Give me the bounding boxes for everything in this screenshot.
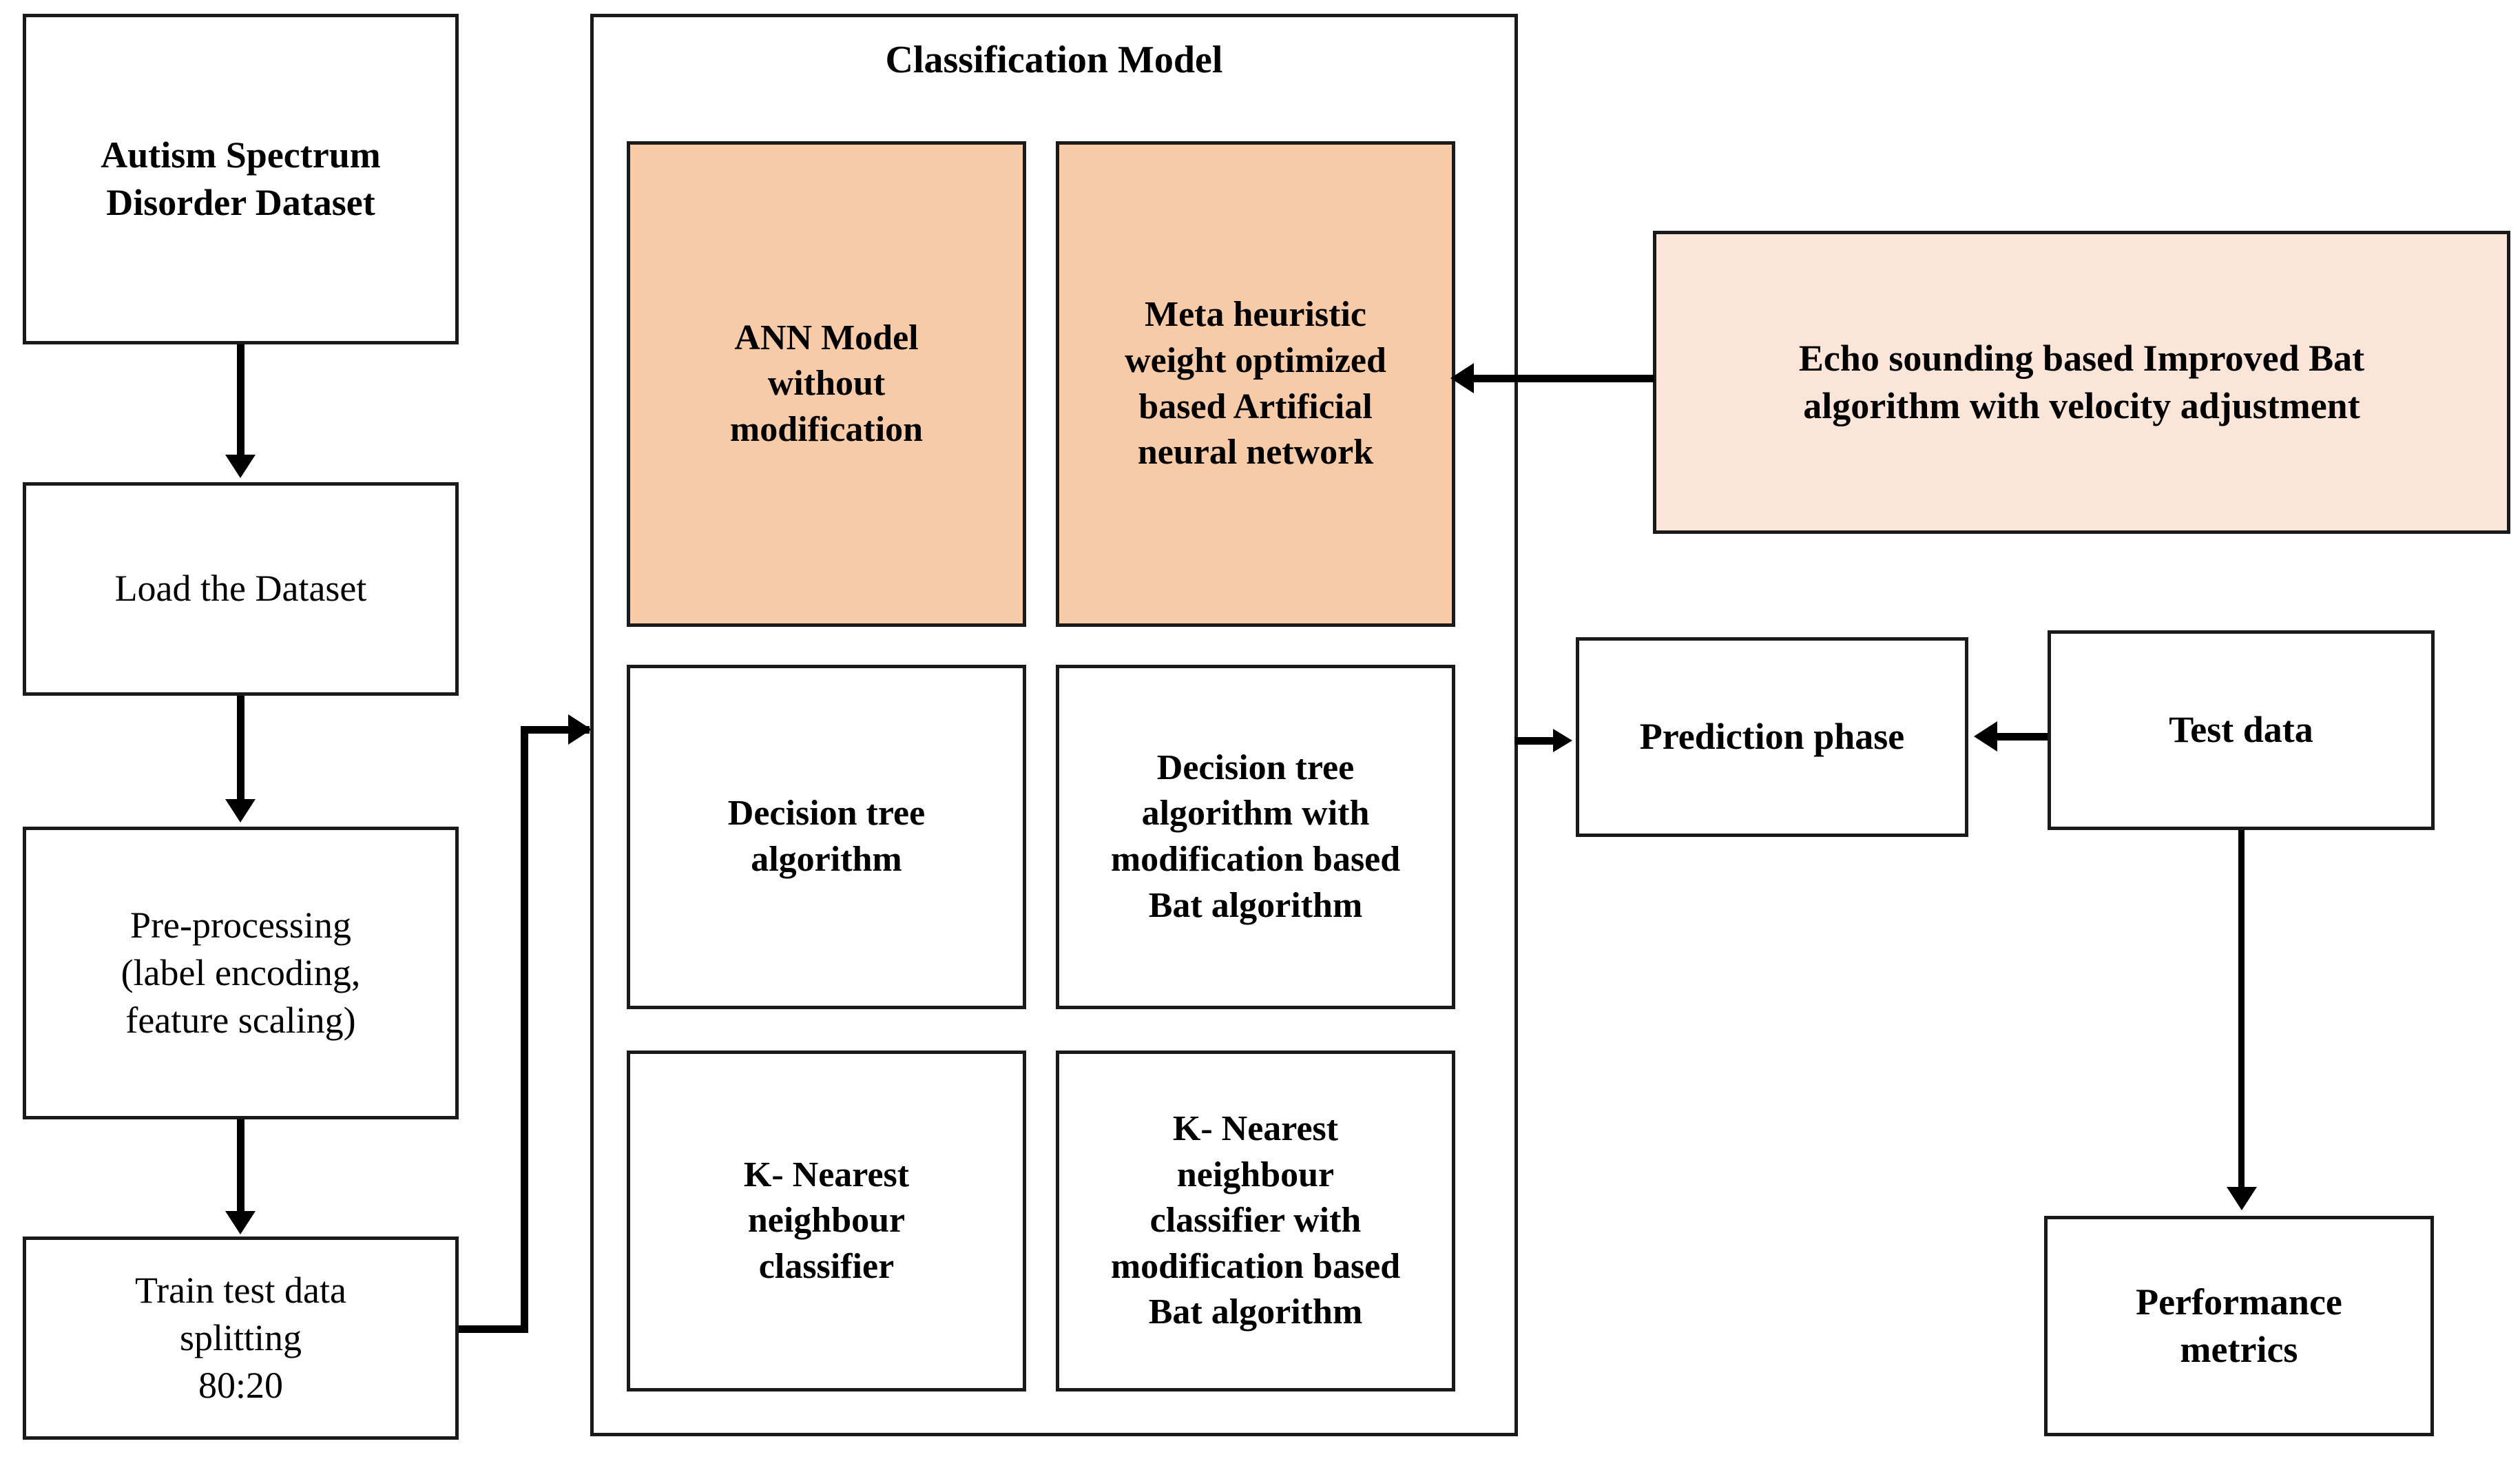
node-preprocessing[interactable]: Pre-processing (label encoding, feature … [23, 827, 459, 1119]
node-prediction-phase-label: Prediction phase [1639, 716, 1905, 758]
arrowhead-load-to-preprocess [225, 799, 256, 822]
arrowhead-split-to-classification [568, 714, 592, 745]
connector-dataset-to-load [237, 344, 244, 458]
connector-split-elbow-bottom [459, 1325, 528, 1333]
node-knn-plain[interactable]: K- Nearest neighbour classifier [627, 1051, 1026, 1391]
connector-testdata-to-prediction [1997, 733, 2052, 741]
connector-load-to-preprocess [237, 696, 244, 803]
arrowhead-optimizer-to-ann [1450, 363, 1474, 393]
arrowhead-testdata-to-prediction [1974, 721, 1997, 752]
connector-split-elbow-top [521, 726, 590, 734]
node-test-data[interactable]: Test data [2048, 630, 2435, 830]
node-bat-optimizer[interactable]: Echo sounding based Improved Bat algorit… [1653, 231, 2510, 534]
connector-split-elbow-vertical [521, 726, 528, 1333]
node-prediction-phase[interactable]: Prediction phase [1576, 637, 1968, 837]
arrowhead-classification-to-prediction [1553, 729, 1572, 752]
node-load-dataset[interactable]: Load the Dataset [23, 482, 459, 696]
classification-model-title: Classification Model [885, 39, 1223, 81]
node-decision-tree-modified[interactable]: Decision tree algorithm with modificatio… [1056, 665, 1455, 1009]
node-dataset-label: Autism Spectrum Disorder Dataset [101, 134, 381, 223]
node-decision-tree-modified-label: Decision tree algorithm with modificatio… [1110, 747, 1401, 925]
node-ann-plain-label: ANN Model without modification [729, 318, 924, 449]
connector-optimizer-to-ann [1474, 375, 1654, 382]
node-knn-plain-label: K- Nearest neighbour classifier [743, 1155, 910, 1286]
node-decision-tree-plain-label: Decision tree algorithm [727, 794, 926, 879]
node-ann-plain[interactable]: ANN Model without modification [627, 141, 1026, 627]
node-load-dataset-label: Load the Dataset [114, 568, 367, 610]
node-dataset[interactable]: Autism Spectrum Disorder Dataset [23, 14, 459, 344]
arrowhead-preprocess-to-split [225, 1211, 256, 1234]
node-train-test-split-label: Train test data splitting 80:20 [135, 1269, 346, 1407]
node-ann-optimized[interactable]: Meta heuristic weight optimized based Ar… [1056, 141, 1455, 627]
arrowhead-dataset-to-load [225, 455, 256, 478]
connector-classification-to-prediction [1514, 737, 1556, 745]
node-knn-modified[interactable]: K- Nearest neighbour classifier with mod… [1056, 1051, 1455, 1391]
node-bat-optimizer-label: Echo sounding based Improved Bat algorit… [1798, 337, 2365, 426]
node-test-data-label: Test data [2169, 709, 2313, 751]
node-performance-metrics[interactable]: Performance metrics [2044, 1216, 2434, 1436]
connector-preprocess-to-split [237, 1119, 244, 1216]
node-knn-modified-label: K- Nearest neighbour classifier with mod… [1110, 1109, 1401, 1332]
node-ann-optimized-label: Meta heuristic weight optimized based Ar… [1125, 295, 1386, 473]
connector-testdata-to-metrics [2238, 830, 2245, 1195]
node-preprocessing-label: Pre-processing (label encoding, feature … [121, 904, 361, 1042]
arrowhead-testdata-to-metrics [2227, 1187, 2257, 1210]
node-train-test-split[interactable]: Train test data splitting 80:20 [23, 1236, 459, 1440]
node-decision-tree-plain[interactable]: Decision tree algorithm [627, 665, 1026, 1009]
node-performance-metrics-label: Performance metrics [2136, 1281, 2342, 1370]
